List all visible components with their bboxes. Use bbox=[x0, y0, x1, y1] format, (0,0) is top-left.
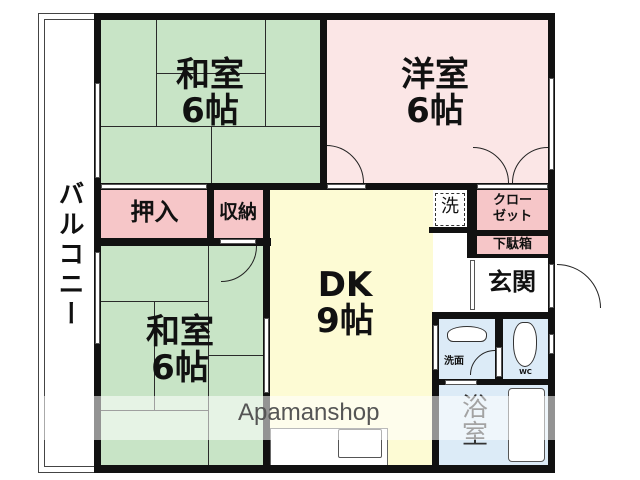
wall bbox=[439, 379, 548, 385]
dk-name: DK bbox=[317, 265, 373, 305]
door-opening bbox=[470, 260, 475, 310]
balcony-label: バルコニー bbox=[54, 180, 84, 330]
window bbox=[95, 252, 100, 344]
washbasin-icon bbox=[447, 326, 487, 342]
oshiire-room bbox=[101, 190, 208, 239]
oshiire-label: 押入 bbox=[130, 198, 179, 226]
wall bbox=[470, 230, 548, 236]
dk-label: DK 9帖 bbox=[300, 265, 390, 341]
getabako-room bbox=[477, 236, 548, 256]
watermark-band bbox=[40, 396, 600, 440]
wall bbox=[467, 183, 477, 258]
wall bbox=[94, 465, 555, 473]
window bbox=[95, 83, 100, 178]
wall bbox=[94, 13, 101, 473]
washitsu-bottom-label: 和室 6帖 bbox=[130, 312, 230, 388]
wc-label: WC bbox=[519, 368, 532, 376]
washer-space bbox=[435, 193, 465, 226]
washitsu-top-name: 和室 bbox=[176, 55, 244, 95]
shuno-label: 収納 bbox=[218, 201, 257, 223]
watermark-text: Apamanshop bbox=[238, 399, 380, 426]
wall bbox=[432, 312, 439, 473]
washitsu-top-room bbox=[101, 20, 323, 184]
youshitsu-room bbox=[326, 20, 548, 184]
wall bbox=[320, 13, 327, 185]
genkan-room bbox=[476, 258, 548, 313]
washitsu-top-label: 和室 6帖 bbox=[160, 55, 260, 131]
balcony-inner-line bbox=[44, 19, 96, 467]
tatami-line bbox=[156, 73, 266, 74]
shuno-room bbox=[214, 190, 263, 239]
wall bbox=[101, 238, 271, 246]
wall bbox=[101, 183, 548, 190]
window bbox=[549, 334, 554, 354]
tatami-line bbox=[154, 301, 155, 411]
youshitsu-size: 6帖 bbox=[406, 90, 464, 131]
washitsu-top-size: 6帖 bbox=[181, 90, 239, 131]
youshitsu-name: 洋室 bbox=[401, 55, 469, 95]
getabako-label: 下駄箱 bbox=[492, 237, 532, 252]
door-opening bbox=[496, 347, 502, 377]
wall bbox=[470, 254, 548, 258]
washitsu-bottom-size: 6帖 bbox=[151, 347, 209, 388]
window bbox=[549, 78, 554, 170]
door-opening bbox=[101, 184, 207, 189]
closet-label-line1: クロー bbox=[492, 193, 532, 208]
wall bbox=[548, 13, 555, 473]
genkan-label: 玄関 bbox=[488, 268, 536, 296]
washitsu-bottom-name: 和室 bbox=[146, 312, 214, 352]
closet-label-line2: ゼット bbox=[492, 209, 532, 224]
toilet-icon bbox=[513, 322, 537, 367]
door-opening bbox=[327, 184, 366, 189]
youshitsu-label: 洋室 6帖 bbox=[385, 55, 485, 131]
closet-label: クロー ゼット bbox=[477, 193, 548, 225]
window bbox=[433, 325, 438, 370]
door-opening bbox=[549, 264, 554, 308]
closet-room bbox=[477, 190, 548, 231]
tatami-line bbox=[208, 355, 263, 356]
door-opening bbox=[220, 239, 256, 244]
window bbox=[264, 318, 269, 393]
tatami-line bbox=[211, 126, 212, 184]
dk-size: 9帖 bbox=[316, 300, 374, 341]
tatami-line bbox=[101, 126, 323, 127]
senmen-label: 洗面 bbox=[444, 356, 464, 367]
wall bbox=[429, 227, 477, 233]
wall bbox=[432, 312, 555, 319]
door-opening bbox=[477, 184, 548, 189]
wall bbox=[207, 183, 214, 243]
washer-label: 洗 bbox=[441, 196, 459, 217]
door-opening bbox=[445, 380, 477, 385]
